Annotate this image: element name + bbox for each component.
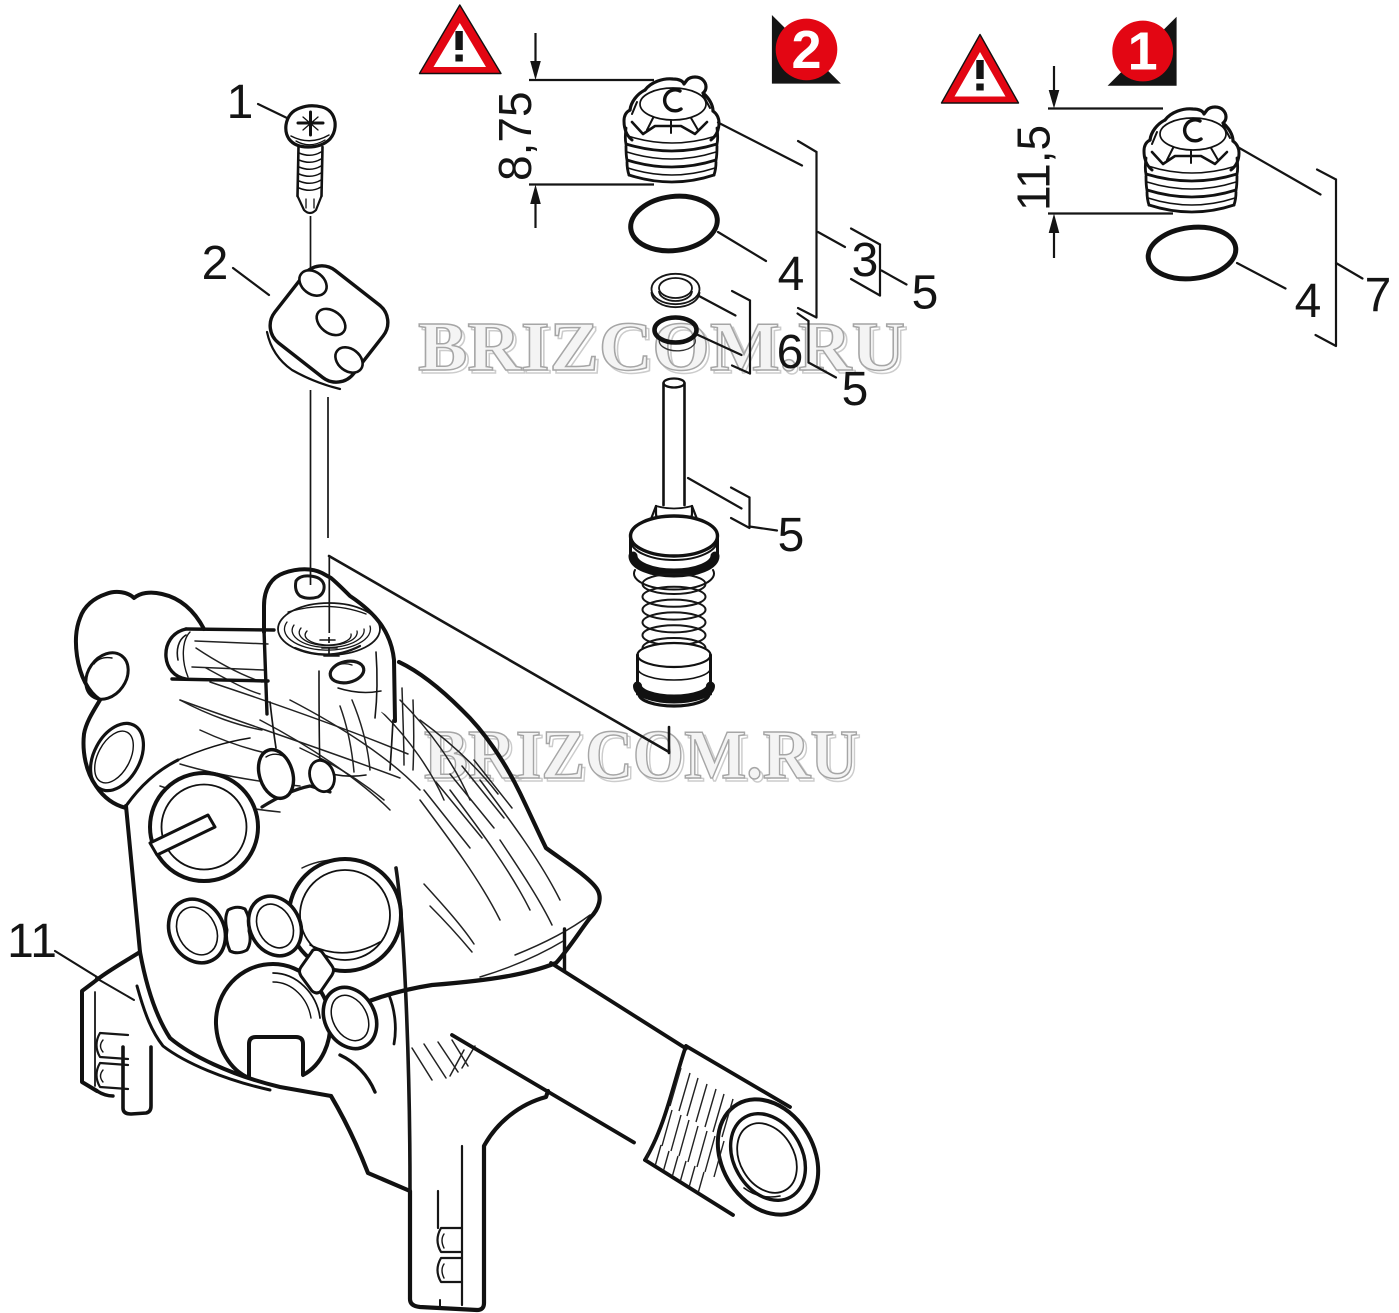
svg-text:5: 5	[778, 509, 805, 562]
svg-text:1: 1	[227, 76, 254, 129]
svg-text:6: 6	[777, 326, 804, 379]
svg-text:BRIZCOM.RU: BRIZCOM.RU	[424, 717, 858, 794]
svg-text:4: 4	[778, 248, 805, 301]
svg-text:8,75: 8,75	[489, 91, 541, 181]
svg-text:5: 5	[912, 267, 939, 320]
svg-text:7: 7	[1365, 269, 1392, 322]
svg-text:BRIZCOM.RU: BRIZCOM.RU	[421, 312, 908, 389]
svg-text:2: 2	[202, 237, 229, 290]
svg-text:4: 4	[1295, 275, 1322, 328]
svg-text:2: 2	[791, 20, 821, 80]
svg-text:5: 5	[842, 363, 869, 416]
svg-text:3: 3	[852, 234, 879, 287]
svg-text:11,5: 11,5	[1008, 125, 1060, 211]
svg-text:11: 11	[7, 915, 57, 968]
svg-text:1: 1	[1128, 22, 1158, 82]
